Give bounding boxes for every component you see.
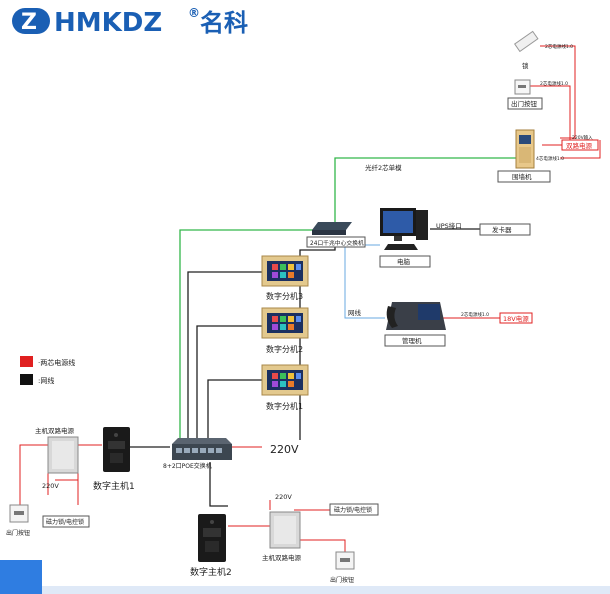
legend-power-label: ·两芯电源线: [38, 358, 75, 367]
v220-switch-label: 220V: [270, 443, 299, 456]
logo-badge: [12, 8, 50, 34]
net-line-host2: [209, 462, 228, 507]
poe-switch-device: 8+2口POE交换机: [163, 438, 232, 470]
brand-name: HMKDZ: [54, 8, 162, 38]
wall-unit-label: 围墙机: [512, 172, 532, 181]
fiber-line: [334, 148, 533, 222]
svg-text:Z: Z: [21, 10, 37, 35]
host-dual-power-left-device: [47, 436, 79, 474]
fiber-lines: [179, 148, 533, 440]
exit-button-top-device: 出门按钮: [507, 79, 543, 110]
brand-chinese: 名科: [200, 9, 248, 37]
wire-label-4core: 4芯电源线1.0: [536, 155, 564, 162]
indoor-unit-1: 数字分机1: [261, 364, 309, 411]
maglock-left: 磁力锁/电控锁: [42, 515, 90, 528]
poe-switch-label: 8+2口POE交换机: [163, 462, 212, 470]
legend: ·两芯电源线 :网线: [20, 356, 75, 385]
indoor-unit-1-label: 数字分机1: [266, 401, 303, 411]
management-device: 管理机: [384, 302, 446, 347]
dual-power-top-label: 双路电源: [566, 141, 593, 150]
power-lines: [19, 45, 601, 552]
computer-device: 电脑: [379, 208, 431, 268]
exit-button-left-device: 出门按钮: [6, 504, 30, 537]
power-18v: 18V电源: [499, 312, 533, 324]
lock-label: 锁: [522, 61, 529, 70]
host-2-device: 数字主机2: [190, 514, 232, 578]
indoor-unit-2-label: 数字分机2: [266, 344, 303, 354]
center-switch-device: 24口千兆中心交换机: [306, 222, 366, 248]
indoor-unit-2: 数字分机2: [261, 307, 309, 354]
legend-network-label: :网线: [38, 376, 54, 385]
wire-label-220v-in: 220V输入: [572, 134, 593, 141]
management-label: 管理机: [402, 336, 422, 345]
ups-label: UPS接口: [436, 221, 462, 230]
net-line-indoor1: [207, 379, 262, 440]
legend-network-swatch: [20, 374, 33, 385]
wire-label-2core-mgmt: 2芯电源线1.0: [461, 311, 489, 318]
computer-label: 电脑: [397, 257, 411, 266]
bottom-band: [0, 586, 610, 594]
v220-bottom-label: 220V: [275, 493, 292, 501]
host-dual-power-left-label: 主机双路电源: [35, 426, 75, 435]
host-1-label: 数字主机1: [93, 480, 135, 492]
blue-lines: [344, 238, 385, 319]
net-to-management-line: [344, 238, 385, 319]
exit-button-right-device: 出门按钮: [330, 551, 355, 584]
lock-device: 锁: [513, 30, 539, 70]
center-switch-label: 24口千兆中心交换机: [310, 239, 364, 247]
legend-power-swatch: [20, 356, 33, 367]
host-1-device: 数字主机1: [93, 427, 135, 492]
exit-button-right-label: 出门按钮: [330, 576, 354, 584]
host-2-label: 数字主机2: [190, 566, 232, 578]
indoor-unit-3-label: 数字分机3: [266, 291, 303, 301]
v220-left-label: 220V: [42, 482, 59, 490]
wire-label-2core-1: 2芯电源线1.0: [545, 43, 573, 50]
dual-power-top: 双路电源: [561, 139, 599, 151]
card-issuer-device: 发卡器: [479, 223, 531, 236]
maglock-left-label: 磁力锁/电控锁: [46, 518, 84, 526]
power-18v-label: 18V电源: [503, 314, 529, 323]
exit-button-top-label: 出门按钮: [511, 99, 538, 108]
card-issuer-label: 发卡器: [492, 225, 512, 234]
indoor-unit-3: 数字分机3: [261, 255, 309, 301]
host-dual-power-right-label: 主机双路电源: [262, 553, 302, 562]
wall-unit-device: 围墙机: [497, 129, 551, 183]
network-label: 网线: [348, 308, 362, 317]
exit-button-left-label: 出门按钮: [6, 529, 30, 537]
maglock-right: 磁力锁/电控锁: [329, 503, 379, 516]
corner-block: [0, 560, 42, 594]
maglock-right-label: 磁力锁/电控锁: [334, 506, 372, 514]
net-line-indoor2: [196, 325, 262, 440]
green-network-line: [179, 229, 315, 440]
net-line-indoor3: [187, 271, 262, 440]
wire-label-2core-2: 2芯电源线1.0: [540, 80, 568, 87]
brand-registered: ®: [188, 6, 200, 20]
host-dual-power-right-device: [269, 511, 301, 549]
fiber-label: 光纤2芯单模: [365, 163, 402, 172]
brand-logo: Z HMKDZ ® 名科: [12, 6, 248, 38]
